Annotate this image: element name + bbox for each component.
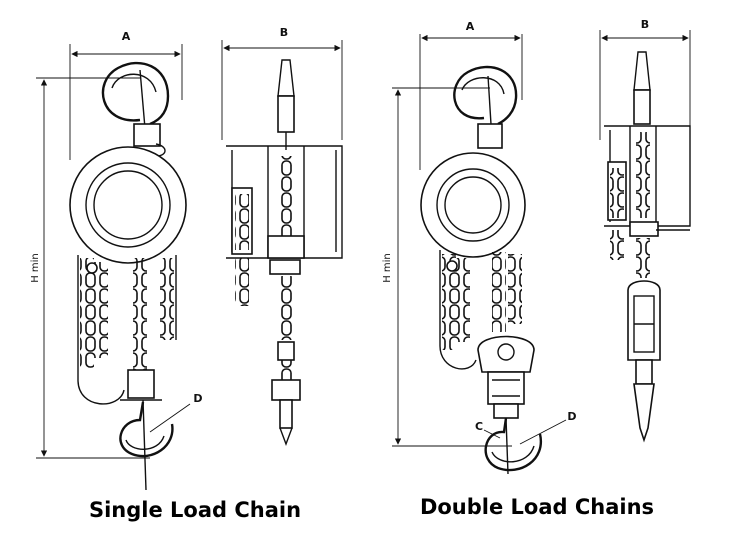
single-height-label: H min xyxy=(30,253,41,283)
double-dimension-a-label: A xyxy=(466,20,475,33)
double-dimension-c-label: C xyxy=(475,420,483,433)
single-load-chain-caption: Single Load Chain xyxy=(89,498,301,522)
single-front-view xyxy=(36,44,191,491)
double-height-label: H min xyxy=(382,253,393,283)
double-load-chains-caption: Double Load Chains xyxy=(420,495,654,519)
single-side-view xyxy=(221,40,343,446)
single-dimension-b-label: B xyxy=(280,26,288,39)
double-front-view xyxy=(392,34,567,475)
single-dimension-d-label: D xyxy=(193,392,202,405)
double-side-view xyxy=(599,30,691,443)
single-dimension-a-label: A xyxy=(122,30,131,43)
double-dimension-d-label: D xyxy=(567,410,576,423)
double-dimension-b-label: B xyxy=(641,18,649,31)
